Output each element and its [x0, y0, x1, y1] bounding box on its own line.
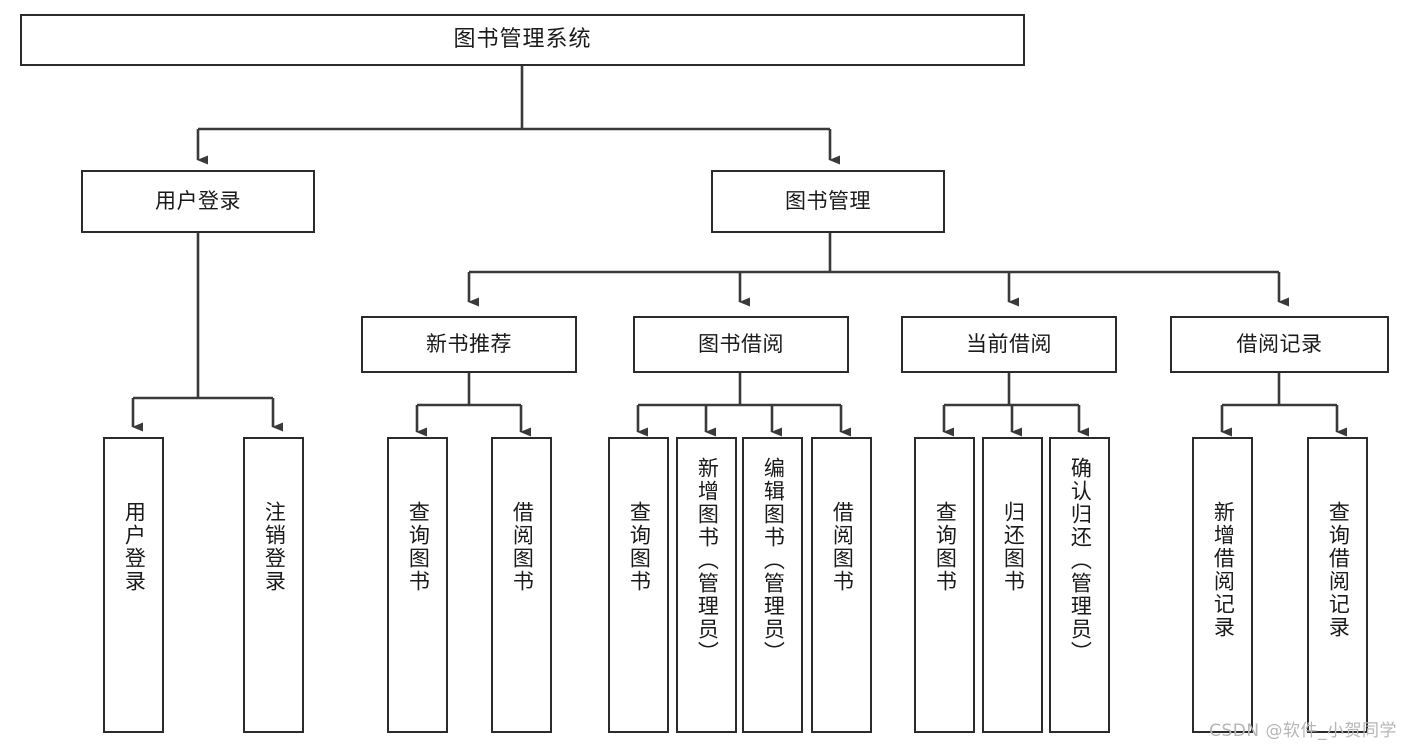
- leaf-current-borrow-confirm[interactable]: 确认归还（管理员）: [1049, 437, 1110, 733]
- leaf-book-borrow-add-label: 新增图书（管理员）: [695, 457, 720, 664]
- leaf-book-borrow-borrow-label: 借阅图书: [830, 501, 855, 593]
- node-new-book-recommend[interactable]: 新书推荐: [361, 316, 577, 373]
- leaf-borrow-record-query[interactable]: 查询借阅记录: [1307, 437, 1368, 733]
- leaf-user-login-signout[interactable]: 注销登录: [243, 437, 304, 733]
- node-root-system-label: 图书管理系统: [453, 27, 592, 53]
- leaf-book-borrow-borrow[interactable]: 借阅图书: [811, 437, 872, 733]
- node-current-borrow[interactable]: 当前借阅: [901, 316, 1117, 373]
- leaf-book-borrow-add[interactable]: 新增图书（管理员）: [676, 437, 737, 733]
- node-borrow-record-label: 借阅记录: [1236, 332, 1323, 357]
- leaf-current-borrow-confirm-label: 确认归还（管理员）: [1068, 457, 1093, 664]
- leaf-new-book-query[interactable]: 查询图书: [387, 437, 448, 733]
- node-root-system[interactable]: 图书管理系统: [20, 14, 1025, 66]
- node-user-login[interactable]: 用户登录: [81, 170, 315, 233]
- leaf-book-borrow-edit-label: 编辑图书（管理员）: [761, 457, 786, 664]
- leaf-user-login-signin-label: 用户登录: [122, 501, 147, 593]
- node-user-login-label: 用户登录: [155, 189, 241, 214]
- leaf-user-login-signin[interactable]: 用户登录: [103, 437, 164, 733]
- leaf-current-borrow-query-label: 查询图书: [933, 501, 958, 593]
- node-new-book-recommend-label: 新书推荐: [426, 332, 512, 357]
- leaf-current-borrow-return-label: 归还图书: [1001, 501, 1026, 593]
- leaf-current-borrow-query[interactable]: 查询图书: [914, 437, 975, 733]
- node-book-management[interactable]: 图书管理: [711, 170, 945, 233]
- node-book-borrow[interactable]: 图书借阅: [633, 316, 849, 373]
- csdn-watermark: CSDN @软件_小贺同学: [1209, 721, 1397, 741]
- node-book-borrow-label: 图书借阅: [698, 332, 784, 357]
- leaf-borrow-record-add[interactable]: 新增借阅记录: [1192, 437, 1253, 733]
- leaf-new-book-query-label: 查询图书: [406, 501, 431, 593]
- leaf-user-login-signout-label: 注销登录: [262, 501, 287, 593]
- node-borrow-record[interactable]: 借阅记录: [1170, 316, 1389, 373]
- leaf-book-borrow-query-label: 查询图书: [627, 501, 652, 593]
- leaf-borrow-record-query-label: 查询借阅记录: [1326, 501, 1351, 639]
- leaf-book-borrow-query[interactable]: 查询图书: [608, 437, 669, 733]
- node-current-borrow-label: 当前借阅: [966, 332, 1052, 357]
- leaf-new-book-borrow[interactable]: 借阅图书: [491, 437, 552, 733]
- leaf-new-book-borrow-label: 借阅图书: [510, 501, 535, 593]
- node-book-management-label: 图书管理: [785, 189, 871, 214]
- leaf-current-borrow-return[interactable]: 归还图书: [982, 437, 1043, 733]
- leaf-borrow-record-add-label: 新增借阅记录: [1211, 501, 1236, 639]
- leaf-book-borrow-edit[interactable]: 编辑图书（管理员）: [742, 437, 803, 733]
